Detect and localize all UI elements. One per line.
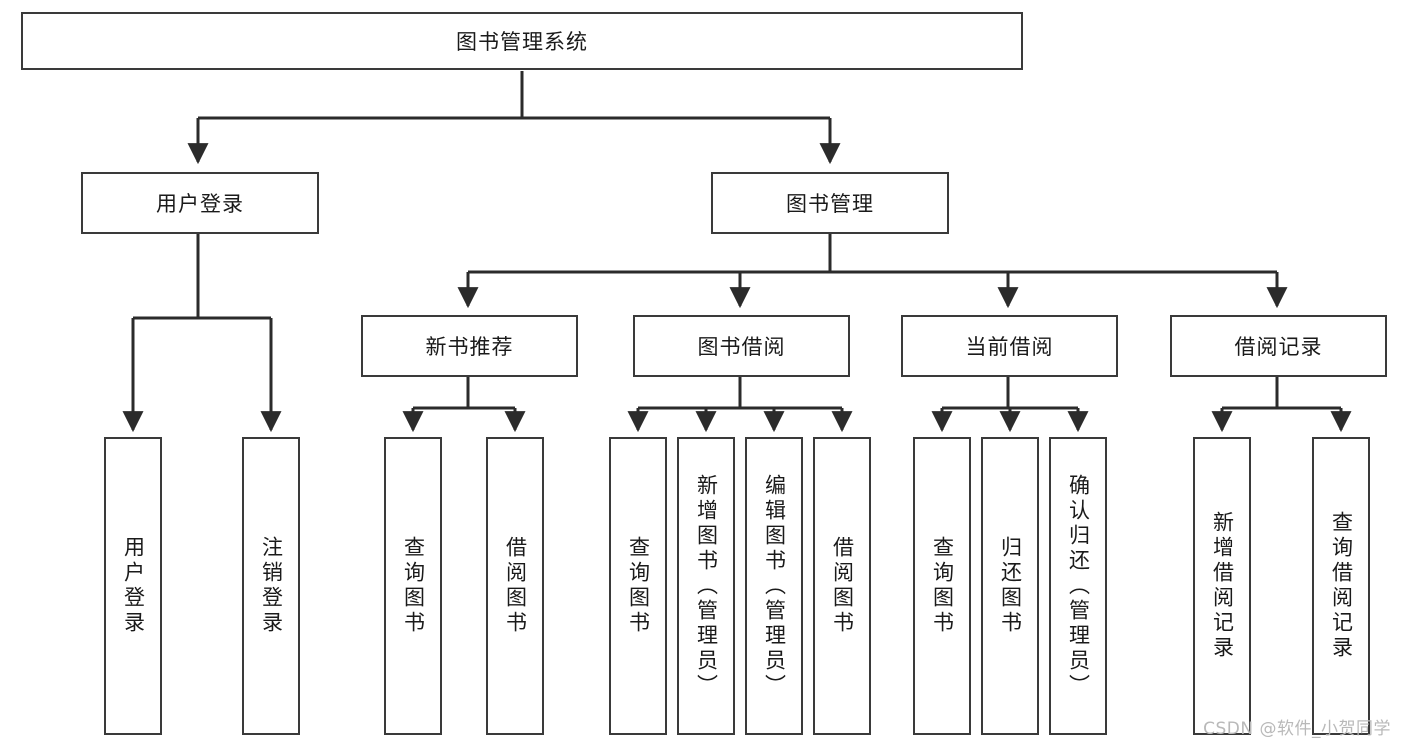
node-label: 新增图书（管理员）: [694, 473, 719, 699]
node-label: 图书管理: [786, 192, 874, 216]
node-label: 用户登录: [121, 536, 146, 636]
node-book-management[interactable]: 图书管理: [711, 172, 949, 234]
leaf-book-borrow-edit-book-admin[interactable]: 编辑图书（管理员）: [745, 437, 803, 735]
leaf-book-borrow-query-book[interactable]: 查询图书: [609, 437, 667, 735]
node-new-book-recommend[interactable]: 新书推荐: [361, 315, 578, 377]
book-manage-to-level3-connectors: [457, 234, 1288, 309]
leaf-borrow-record-add-record[interactable]: 新增借阅记录: [1193, 437, 1251, 735]
node-label: 图书借阅: [697, 335, 786, 359]
node-borrow-record[interactable]: 借阅记录: [1170, 315, 1387, 377]
node-label: 图书管理系统: [456, 30, 588, 54]
node-label: 借阅记录: [1234, 335, 1323, 359]
node-root-system[interactable]: 图书管理系统: [21, 12, 1023, 70]
new-book-to-leaves-connectors: [402, 377, 526, 433]
leaf-new-book-borrow-book[interactable]: 借阅图书: [486, 437, 544, 735]
leaf-new-book-query-book[interactable]: 查询图书: [384, 437, 442, 735]
node-current-borrow[interactable]: 当前借阅: [901, 315, 1118, 377]
node-label: 新书推荐: [425, 335, 514, 359]
leaf-user-login-signin[interactable]: 用户登录: [104, 437, 162, 735]
leaf-current-borrow-query-book[interactable]: 查询图书: [913, 437, 971, 735]
node-label: 当前借阅: [965, 335, 1054, 359]
node-label: 查询图书: [626, 536, 651, 636]
node-label: 确认归还（管理员）: [1066, 473, 1091, 699]
user-login-to-leaves-connectors: [122, 234, 282, 433]
node-label: 查询借阅记录: [1329, 511, 1354, 661]
node-user-login[interactable]: 用户登录: [81, 172, 319, 234]
leaf-book-borrow-borrow-book[interactable]: 借阅图书: [813, 437, 871, 735]
node-label: 查询图书: [401, 536, 426, 636]
node-label: 新增借阅记录: [1210, 511, 1235, 661]
borrow-record-to-leaves-connectors: [1211, 377, 1352, 433]
leaf-borrow-record-query-record[interactable]: 查询借阅记录: [1312, 437, 1370, 735]
leaf-current-borrow-return-book[interactable]: 归还图书: [981, 437, 1039, 735]
node-label: 归还图书: [998, 536, 1023, 636]
node-label: 借阅图书: [503, 536, 528, 636]
leaf-book-borrow-add-book-admin[interactable]: 新增图书（管理员）: [677, 437, 735, 735]
node-label: 编辑图书（管理员）: [762, 473, 787, 699]
node-label: 注销登录: [259, 536, 284, 636]
leaf-user-login-signout[interactable]: 注销登录: [242, 437, 300, 735]
leaf-current-borrow-confirm-return-admin[interactable]: 确认归还（管理员）: [1049, 437, 1107, 735]
node-book-borrow[interactable]: 图书借阅: [633, 315, 850, 377]
book-borrow-to-leaves-connectors: [627, 377, 853, 433]
node-label: 用户登录: [156, 192, 244, 216]
node-label: 查询图书: [930, 536, 955, 636]
node-label: 借阅图书: [830, 536, 855, 636]
root-to-level2-connectors: [187, 71, 841, 165]
current-borrow-to-leaves-connectors: [931, 377, 1089, 433]
